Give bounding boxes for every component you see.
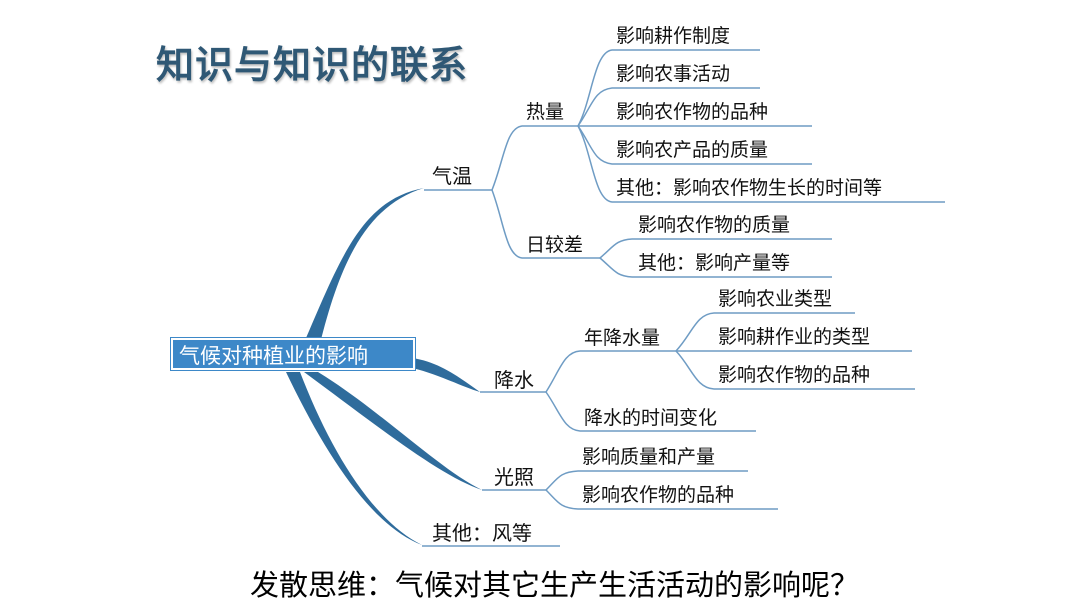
leaf-annual-3: 影响农作物的品种 (718, 364, 871, 386)
node-heat: 热量 (526, 101, 565, 123)
node-other: 其他：风等 (432, 521, 532, 545)
node-precipitation: 降水 (494, 368, 534, 392)
connector-lines (422, 49, 945, 547)
leaf-heat-5: 其他：影响农作物生长的时间等 (616, 177, 883, 199)
leaf-heat-4: 影响农产品的质量 (616, 139, 769, 161)
leaf-sunlight-1: 影响质量和产量 (582, 446, 716, 468)
node-annual-precipitation: 年降水量 (584, 327, 661, 349)
leaf-heat-3: 影响农作物的品种 (616, 101, 769, 123)
node-temperature: 气温 (432, 164, 472, 188)
leaf-heat-1: 影响耕作制度 (616, 25, 731, 47)
leaf-heat-2: 影响农事活动 (616, 63, 731, 85)
leaf-annual-1: 影响农业类型 (718, 288, 833, 310)
leaf-diurnal-2: 其他：影响产量等 (638, 252, 791, 274)
root-node: 气候对种植业的影响 (171, 338, 415, 370)
leaf-annual-2: 影响耕作业的类型 (718, 326, 871, 348)
leaf-diurnal-1: 影响农作物的质量 (638, 214, 791, 236)
main-branches (286, 188, 482, 545)
footer-question: 发散思维：气候对其它生产生活活动的影响呢？ (250, 568, 860, 602)
node-diurnal-range: 日较差 (526, 234, 584, 256)
leaf-sunlight-2: 影响农作物的品种 (582, 484, 735, 506)
node-sunlight: 光照 (494, 465, 534, 489)
branch-sunlight (304, 372, 482, 490)
slide-title: 知识与知识的联系 (156, 43, 469, 87)
branch-temperature (300, 188, 424, 352)
branch-precipitation (412, 358, 480, 392)
branch-other (286, 372, 422, 545)
node-precipitation-timing: 降水的时间变化 (584, 407, 718, 429)
